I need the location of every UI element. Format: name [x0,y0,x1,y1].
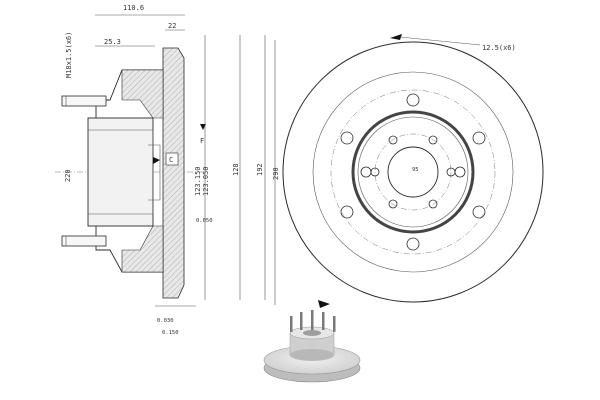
rotor-flange-section [162,47,185,299]
hub-barrel [87,117,154,227]
render-stud [290,316,293,332]
dim-overall-height: 220 [64,169,72,182]
render-center-bore [303,330,321,336]
stud-hole [446,167,456,177]
datum-c-label: C [169,156,173,164]
datum-f-arrow [200,124,206,130]
leader-line-holes [399,36,481,46]
dim-overall-width: 110.6 [123,4,144,12]
mounting-hole [340,131,354,145]
mounting-hole [406,93,420,107]
dim-hub-offset: 25.3 [104,38,121,46]
bore-step [148,130,161,214]
hub-wall-lower-hatch [121,225,164,273]
datum-c-arrow [153,157,160,164]
dim-center-bore: 95 [412,167,419,173]
stud-hole [428,135,438,145]
mounting-hole [406,237,420,251]
dim-pcd: 128 [232,163,240,176]
stud-hole [370,167,380,177]
bolt-circle-outer [330,89,496,255]
dim-disc-diameter: 290 [272,167,280,180]
hub-hat-ring [351,110,475,234]
render-stud [300,312,303,330]
render-hat-bottom [290,349,334,361]
stud-pitch-circle [374,133,452,211]
datum-f-label: F [200,137,204,145]
stud-hole [428,199,438,209]
friction-ring-inner [312,71,514,273]
tolerance-a: 0.030 [157,318,174,324]
stud-hole [388,199,398,209]
mounting-hole [472,205,486,219]
render-stud [322,312,325,330]
dim-hole-spec: 12.5(x6) [482,44,516,52]
dim-runout: 0.050 [196,218,213,224]
dim-bore-max: 123.150 [194,166,202,196]
dim-hub-diameter: 192 [256,163,264,176]
isometric-render [263,300,361,383]
center-bore [387,146,439,198]
stud-hole [388,135,398,145]
mounting-hole [340,205,354,219]
dim-bolt-thread: M18x1.5(x6) [65,32,73,78]
mounting-hole [472,131,486,145]
dim-bore-min: 123.050 [202,166,210,196]
datum-c-box [165,152,179,166]
side-section-view: 110.6 22 25.3 M18x1.5(x6) 220 C [55,4,266,336]
tolerance-b: 0.150 [162,330,179,336]
wheel-stud-upper [61,95,107,107]
dim-flange-thickness: 22 [168,22,176,30]
wheel-stud-lower [61,235,107,247]
render-stud [333,316,336,332]
hub-hat-inner [357,116,469,228]
front-view: 290 12.5(x6) 95 [272,34,544,305]
render-pointer-arrow [318,300,330,308]
hub-wall-upper-hatch [121,69,164,119]
render-stud [311,310,314,330]
leader-arrow-holes [390,34,402,40]
